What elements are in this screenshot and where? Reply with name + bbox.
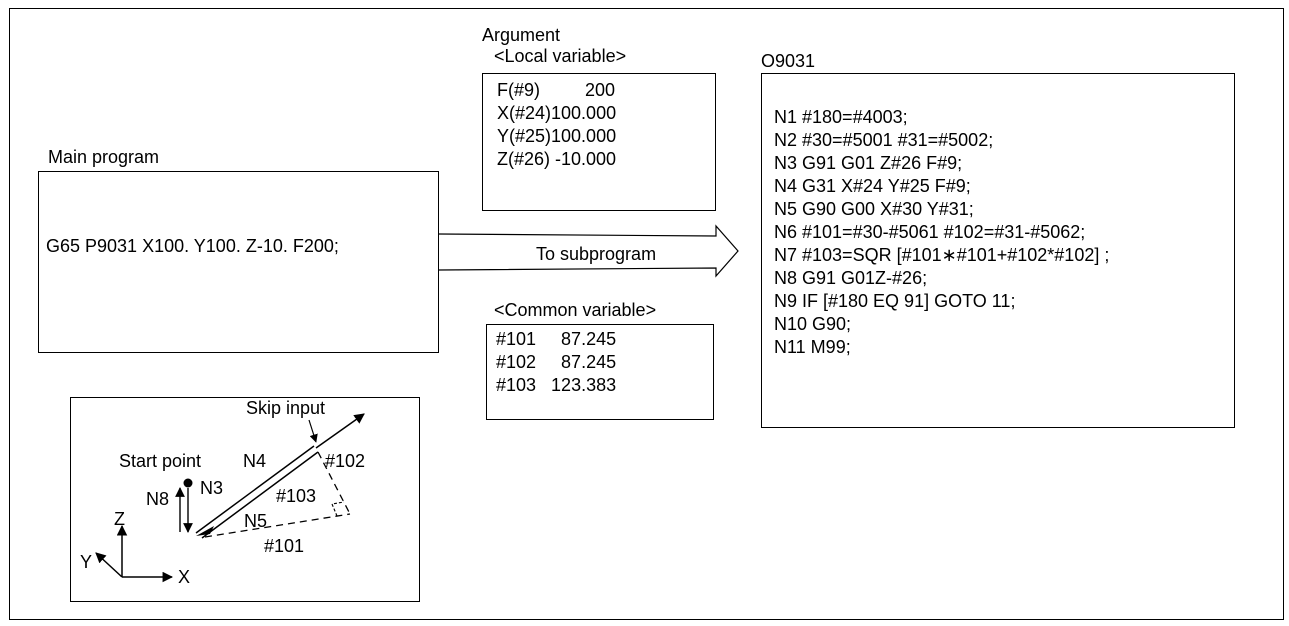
skip-input-label: Skip input [246, 398, 325, 418]
subprogram-line: N10 G90; [774, 314, 852, 334]
sketch-box [70, 397, 420, 602]
common-variable-row: #103 123.383 [496, 375, 617, 395]
subprogram-line: N1 #180=#4003; [774, 107, 908, 127]
dash-101 [204, 513, 351, 538]
common-variable-row: #101 87.245 [496, 329, 617, 349]
n8-label: N8 [146, 489, 169, 509]
local-variable-row: Z(#26) -10.000 [497, 149, 617, 169]
main-program-command: G65 P9031 X100. Y100. Z-10. F200; [46, 236, 339, 256]
local-variable-row: Y(#25)100.000 [497, 126, 617, 146]
n101-label: #101 [264, 536, 304, 556]
n4-direction-arrow [315, 413, 365, 449]
right-angle-mark [331, 501, 345, 517]
start-point-dot [183, 478, 193, 488]
subprogram-line: N3 G91 G01 Z#26 F#9; [774, 153, 963, 173]
to-subprogram-arrow [438, 224, 739, 278]
skip-input-pointer [308, 419, 318, 443]
n5-arrowhead [196, 526, 214, 536]
subprogram-name: O9031 [761, 51, 816, 71]
n3-label: N3 [200, 478, 223, 498]
to-subprogram-label: To subprogram [536, 244, 657, 264]
subprogram-line: N6 #101=#30-#5061 #102=#31-#5062; [774, 222, 1086, 242]
common-variable-title: <Common variable> [494, 300, 657, 320]
local-variable-row: F(#9) 200 [497, 80, 616, 100]
axis-y-label: Y [80, 552, 92, 572]
main-program-label: Main program [48, 147, 160, 167]
n4-path-line-b [201, 451, 319, 539]
y-axis [95, 552, 123, 578]
n4-path-line-a [195, 445, 315, 534]
subprogram-box [761, 73, 1235, 428]
local-variable-title: <Local variable> [494, 46, 627, 66]
argument-title: Argument [482, 25, 561, 45]
subprogram-line: N5 G90 G00 X#30 Y#31; [774, 199, 974, 219]
n4-label: N4 [243, 451, 266, 471]
main-program-box [38, 171, 439, 353]
local-variable-box [482, 73, 716, 211]
subprogram-line: N8 G91 G01Z-#26; [774, 268, 928, 288]
start-point-label: Start point [119, 451, 201, 471]
subprogram-line: N9 IF [#180 EQ 91] GOTO 11; [774, 291, 1016, 311]
axis-x-label: X [178, 567, 190, 587]
subprogram-line: N2 #30=#5001 #31=#5002; [774, 130, 994, 150]
subprogram-line: N4 G31 X#24 Y#25 F#9; [774, 176, 971, 196]
n5-label: N5 [244, 511, 267, 531]
subprogram-line: N11 M99; [774, 337, 851, 357]
n102-label: #102 [325, 451, 365, 471]
common-variable-box [486, 324, 714, 420]
common-variable-row: #102 87.245 [496, 352, 617, 372]
n103-label: #103 [276, 486, 316, 506]
local-variable-row: X(#24)100.000 [497, 103, 617, 123]
subprogram-line: N7 #103=SQR [#101∗#101+#102*#102] ; [774, 245, 1110, 265]
axis-z-label: Z [114, 509, 125, 529]
